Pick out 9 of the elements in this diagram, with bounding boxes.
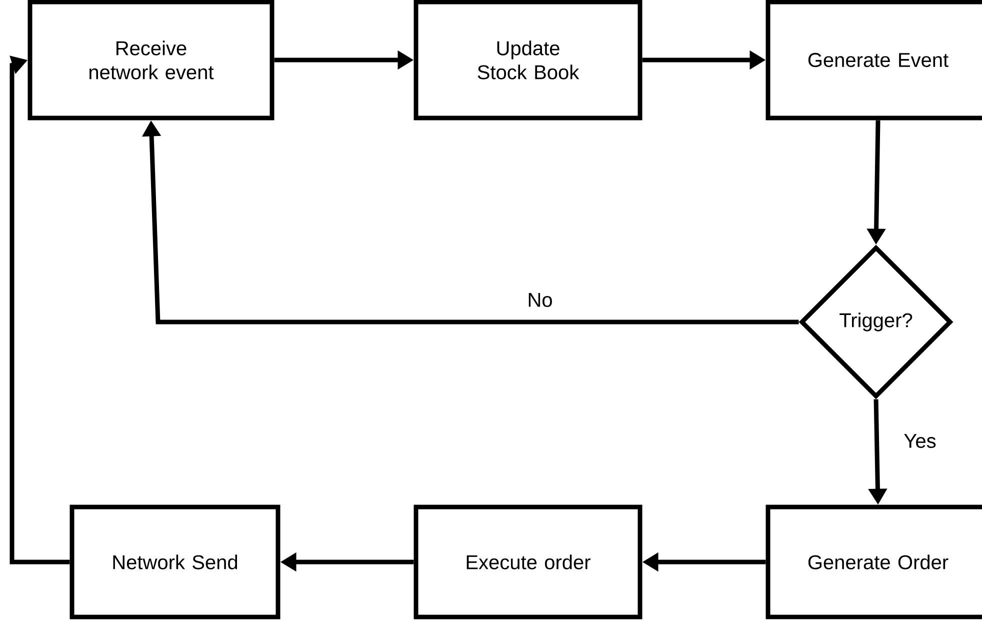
process-box: Execute order [414,504,642,620]
process-box: Receive network event [28,0,274,120]
edge-label: Yes [902,432,938,450]
edge-label: No [525,291,555,309]
process-box: Generate Event [766,0,982,120]
process-box: Generate Order [766,504,982,620]
process-box: Update Stock Book [414,0,642,120]
arrow [10,56,70,564]
process-box: Network Send [70,504,280,620]
